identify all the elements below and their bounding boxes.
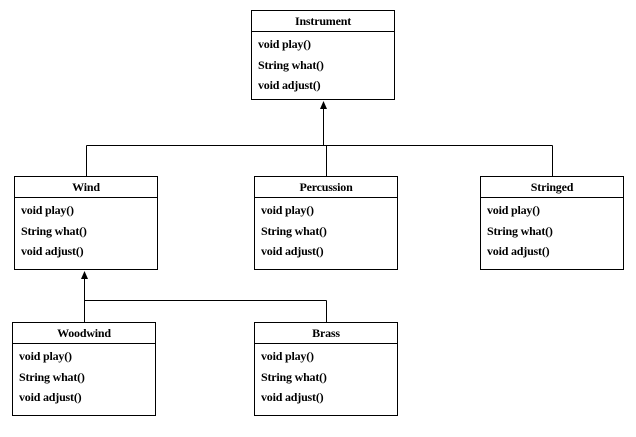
class-name-brass: Brass bbox=[255, 323, 397, 344]
class-name-woodwind: Woodwind bbox=[13, 323, 155, 344]
method-percussion-0: void play() bbox=[261, 203, 314, 217]
method-instrument-1: String what() bbox=[258, 57, 324, 72]
method-list-wind: void play() String what() void adjust() bbox=[15, 198, 157, 262]
class-box-percussion: Percussion void play() String what() void a… bbox=[254, 176, 398, 270]
method-list-instrument: void play() String what() void adjust() bbox=[252, 32, 394, 96]
class-box-woodwind: Woodwind void play() String what() void adj… bbox=[12, 322, 156, 416]
method-brass-0: void play() bbox=[261, 349, 314, 363]
method-wind-0: void play() bbox=[21, 203, 74, 217]
method-brass-2: void adjust() bbox=[261, 390, 324, 404]
method-stringed-0: void play() bbox=[487, 203, 540, 217]
method-stringed-1: String what() bbox=[487, 223, 553, 238]
method-stringed-2: void adjust() bbox=[487, 244, 550, 258]
inheritance-arrowhead-wind bbox=[81, 271, 88, 279]
class-name-wind: Wind bbox=[15, 177, 157, 198]
class-box-wind: Wind void play() String what() void adjust(… bbox=[14, 176, 158, 270]
inheritance-arrowhead-instrument bbox=[320, 101, 327, 109]
method-wind-2: void adjust() bbox=[21, 244, 84, 258]
method-list-woodwind: void play() String what() void adjust() bbox=[13, 344, 155, 408]
method-wind-1: String what() bbox=[21, 223, 87, 238]
method-woodwind-1: String what() bbox=[19, 369, 85, 384]
class-box-brass: Brass void play() String what() void adjust… bbox=[254, 322, 398, 416]
class-box-stringed: Stringed void play() String what() void adj… bbox=[480, 176, 624, 270]
method-percussion-1: String what() bbox=[261, 223, 327, 238]
method-woodwind-2: void adjust() bbox=[19, 390, 82, 404]
class-name-percussion: Percussion bbox=[255, 177, 397, 198]
class-name-instrument: Instrument bbox=[252, 11, 394, 32]
method-list-stringed: void play() String what() void adjust() bbox=[481, 198, 623, 262]
method-instrument-0: void play() bbox=[258, 37, 311, 51]
method-instrument-2: void adjust() bbox=[258, 78, 321, 92]
method-woodwind-0: void play() bbox=[19, 349, 72, 363]
method-brass-1: String what() bbox=[261, 369, 327, 384]
class-box-instrument: Instrument void play() String what() void a… bbox=[251, 10, 395, 100]
method-list-brass: void play() String what() void adjust() bbox=[255, 344, 397, 408]
method-percussion-2: void adjust() bbox=[261, 244, 324, 258]
class-name-stringed: Stringed bbox=[481, 177, 623, 198]
method-list-percussion: void play() String what() void adjust() bbox=[255, 198, 397, 262]
